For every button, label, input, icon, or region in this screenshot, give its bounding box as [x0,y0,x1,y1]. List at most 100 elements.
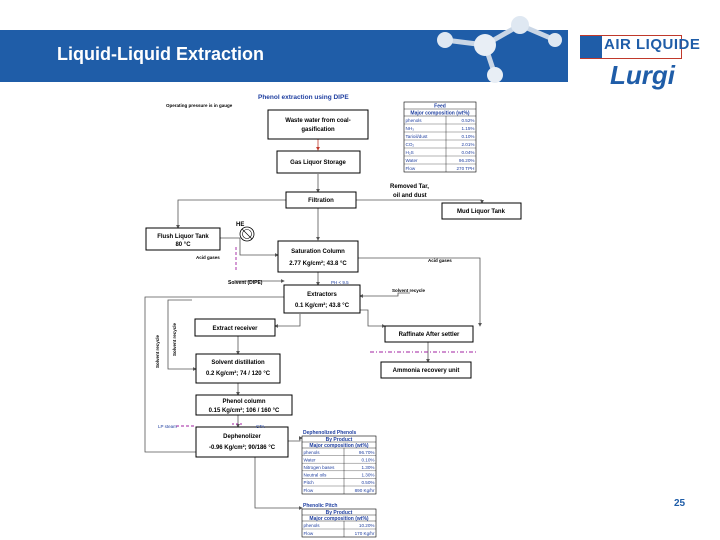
removed-tar-line1: Removed Tar, [390,184,429,190]
feed-table-rows: phenols 0.52% NH₃ 1.15% Tarioil/dust 0.10% CO₂… [404,118,476,171]
operating-pressure-note: Operating pressure is in gauge [166,103,233,108]
dephenol-table-caption: Dephenolized Phenols [303,430,357,436]
solvent-recycle-vertical-2: Solvent recycle [172,322,177,356]
dephenol-table-title: By Product [326,437,353,443]
company-logo: AIR LIQUIDE Lurgi [580,32,710,96]
feed-table-title: Feed [434,104,446,110]
feed-table-row-label: NH₃ [406,126,415,131]
feed-table-row-value: 270 TPH [456,166,474,171]
pitch-table-row-label: Flow [304,531,314,536]
solvent-recycle-vertical-1: Solvent recycle [155,334,160,368]
feed-table-row-value: 0.04% [461,150,474,155]
node-ammonia-label: Ammonia recovery unit [393,368,460,374]
lp-steam-label: LP steam [158,424,177,429]
node-extractors: Extractors 0.1 Kg/cm²; 43.8 °C [283,284,361,314]
node-filtration: Filtration [285,191,357,209]
node-raffinate-settler: Raffinate After settler [384,325,474,343]
feed-table-row-label: Water [406,158,419,163]
pitch-table-row-value: 170 Kg/hr [355,531,375,536]
dephenol-table-row-value: 1.30% [361,465,374,470]
pitch-table-title: By Product [326,510,353,516]
node-phenol-column: Phenol column 0.15 Kg/cm²; 106 / 160 °C [195,394,293,416]
node-solvent-dist-line2: 0.2 Kg/cm²; 74 / 120 °C [206,370,271,377]
node-extract-receiver-label: Extract receiver [212,326,258,332]
node-saturation-line1: Saturation Column [291,249,345,255]
heat-exchanger-label: HE [236,222,244,228]
cta-label: CTA [256,424,265,429]
node-raffinate-label: Raffinate After settler [399,332,460,338]
pitch-table-caption: Phenolic Pitch [303,503,337,509]
dephenol-table-row-label: Pitch [304,480,315,485]
dephenol-table-row-value: 890 Kg/hr [355,488,375,493]
slide-title: Liquid-Liquid Extraction [57,44,264,64]
feed-table-row-label: Tarioil/dust [406,134,429,139]
node-dephenolizer: Dephenolizer -0.96 Kg/cm²; 90/186 °C [195,426,289,458]
node-extract-receiver: Extract receiver [194,318,276,337]
node-waste-water: Waste water from coal- gasification [267,109,369,140]
pitch-table-subtitle: Major composition (wt%) [309,516,369,522]
title-bar: Liquid-Liquid Extraction [0,30,568,82]
feed-composition-table: Feed Major composition (wt%) phenols 0.52… [403,101,477,173]
solvent-dipe-label: Solvent (DIPE) [228,280,263,286]
dephenol-table-rows: phenols 96.70% Water 0.10% Nitrogen bases 1.3… [302,450,376,493]
dephenol-table-row-label: Water [304,457,317,462]
dephenol-table-row-label: phenols [304,450,321,455]
page-number: 25 [674,498,686,509]
node-solvent-distillation: Solvent distillation 0.2 Kg/cm²; 74 / 12… [195,353,281,384]
node-phenol-col-line1: Phenol column [222,399,265,405]
pitch-table-row-label: phenols [304,523,321,528]
dephenol-table-row-value: 1.30% [361,473,374,478]
node-saturation-column: Saturation Column 2.77 Kg/cm²; 43.8 °C [277,240,359,273]
feed-table-row-value: 0.52% [461,118,474,123]
feed-table-row-value: 0.10% [461,134,474,139]
node-gas-liquor-label: Gas Liquor Storage [290,160,346,166]
flow-lines [144,139,484,510]
node-waste-water-line1: Waste water from coal- [285,118,350,124]
node-mud-liquor-label: Mud Liquor Tank [457,209,506,215]
feed-table-row-value: 2.01% [461,142,474,147]
dephenol-composition-table: By Product Major composition (wt%) pheno… [301,435,377,495]
dephenol-table-row-label: Neutral oils [304,473,328,478]
acid-gases-right-label: Acid gases [428,258,452,263]
dephenol-table-row-label: Nitrogen bases [304,465,336,470]
ph-label: PH < 9.5 [331,280,349,285]
node-extractors-line1: Extractors [307,292,337,298]
solvent-recycle-right-label: Solvent recycle [392,288,426,293]
air-liquide-emblem-icon [580,36,602,58]
node-flush-liquor-tank: Flush Liquor Tank 80 °C [145,227,221,251]
node-saturation-line2: 2.77 Kg/cm²; 43.8 °C [289,260,347,267]
feed-table-row-label: Flow [406,166,416,171]
node-ammonia-recovery: Ammonia recovery unit [380,361,472,379]
dephenol-table-subtitle: Major composition (wt%) [309,443,369,449]
node-mud-liquor-tank: Mud Liquor Tank [441,202,522,220]
node-waste-water-line2: gasification [301,127,335,133]
feed-table-row-label: phenols [406,118,423,123]
node-extractors-line2: 0.1 Kg/cm²; 43.8 °C [295,302,350,309]
feed-table-row-label: CO₂ [406,142,415,147]
node-solvent-dist-line1: Solvent distillation [211,360,265,366]
diagram-heading: Phenol extraction using DIPE [258,94,349,101]
feed-table-row-label: H₂S [406,150,414,155]
node-dephenol-line1: Dephenolizer [223,434,261,440]
feed-table-row-value: 1.15% [461,126,474,131]
node-gas-liquor-storage: Gas Liquor Storage [276,150,361,174]
dephenol-table-row-value: 96.70% [359,450,375,455]
heat-exchanger-icon: HE [236,222,255,242]
dephenol-table-row-label: Flow [304,488,314,493]
node-phenol-col-line2: 0.15 Kg/cm²; 106 / 160 °C [209,407,280,414]
dephenol-table-row-value: 0.10% [361,457,374,462]
pitch-composition-table: By Product Major composition (wt%) pheno… [301,508,377,538]
logo-brand-air-liquide: AIR LIQUIDE [604,36,701,53]
dephenol-table-row-value: 0.50% [361,480,374,485]
molecule-graphic [437,16,562,83]
node-dephenol-line2: -0.96 Kg/cm²; 90/186 °C [209,444,276,451]
acid-gases-left-label: Acid gases [196,255,220,260]
node-filtration-label: Filtration [308,198,334,204]
logo-brand-lurgi: Lurgi [610,60,675,90]
node-flush-liquor-line1: Flush Liquor Tank [157,234,209,240]
removed-tar-line2: oil and dust [393,193,427,199]
node-flush-liquor-line2: 80 °C [175,242,191,248]
feed-table-subtitle: Major composition (wt%) [410,111,470,117]
